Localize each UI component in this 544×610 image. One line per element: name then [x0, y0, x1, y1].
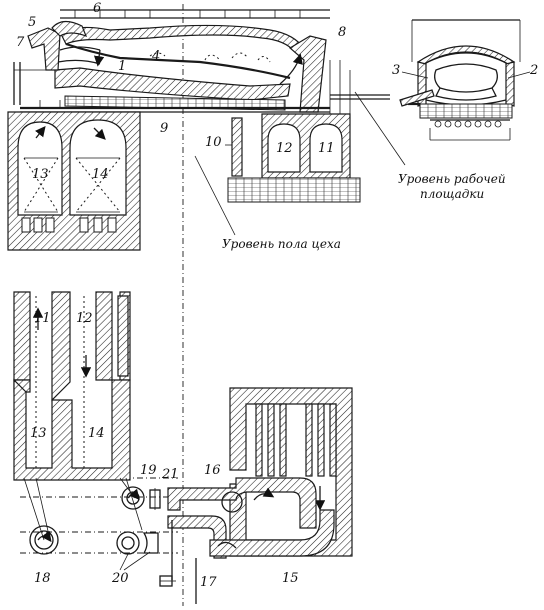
left-head	[51, 20, 88, 38]
furnace-cross-section	[399, 19, 531, 141]
label-19: 19	[140, 463, 157, 478]
shop-floor-leader	[194, 155, 236, 236]
label-16: 16	[204, 463, 221, 478]
label-4: 4	[151, 49, 160, 64]
label-6: 6	[93, 1, 101, 16]
plan-label-12: 12	[76, 311, 93, 326]
right-uptake	[288, 35, 327, 113]
caption-work-platform-line1: Уровень рабочей	[398, 172, 506, 186]
label-13: 13	[32, 167, 49, 182]
label-9: 9	[160, 121, 168, 136]
wall-segment	[117, 295, 129, 377]
plan-label-13: 13	[30, 426, 47, 441]
hearth-bath	[54, 67, 291, 101]
label-11: 11	[318, 141, 335, 156]
label-18: 18	[34, 571, 51, 586]
left-uptake	[27, 27, 61, 71]
working-chamber	[65, 42, 291, 80]
part-labels: 1 4 5 6 7 8 9 10 12 11 13 14 2 3 11 12 1…	[16, 1, 538, 590]
flue-duct	[167, 477, 317, 529]
reversing-valves	[29, 486, 161, 555]
hearth-bottom	[64, 95, 286, 111]
waste-heat-boiler	[159, 387, 353, 604]
roof-frame	[60, 9, 330, 19]
plan-label-11: 11	[34, 311, 51, 326]
caption-shop-floor: Уровень пола цеха	[222, 237, 341, 251]
label-7: 7	[16, 35, 25, 50]
work-platform-leader	[354, 91, 406, 166]
label-1: 1	[118, 59, 126, 74]
boiler-tubes	[255, 403, 337, 477]
captions: Уровень рабочей площадки Уровень пола це…	[222, 172, 506, 251]
beam-ticks	[39, 60, 351, 120]
right-regenerators	[227, 113, 361, 203]
label-21: 21	[161, 467, 179, 482]
left-regenerators	[7, 111, 141, 251]
label-17: 17	[200, 575, 217, 590]
label-15: 15	[282, 571, 299, 586]
furnace-roof	[59, 24, 306, 53]
label-20: 20	[111, 571, 129, 586]
label-8: 8	[338, 25, 346, 40]
caption-work-platform-line2: площадки	[420, 187, 484, 201]
label-10: 10	[205, 135, 222, 150]
label-5: 5	[28, 15, 36, 30]
plan-label-14: 14	[88, 426, 105, 441]
label-14: 14	[92, 167, 109, 182]
support-column	[231, 117, 243, 177]
furnace-longitudinal-section	[7, 9, 390, 251]
label-12: 12	[276, 141, 293, 156]
label-2: 2	[529, 63, 538, 78]
label-3: 3	[392, 63, 400, 78]
